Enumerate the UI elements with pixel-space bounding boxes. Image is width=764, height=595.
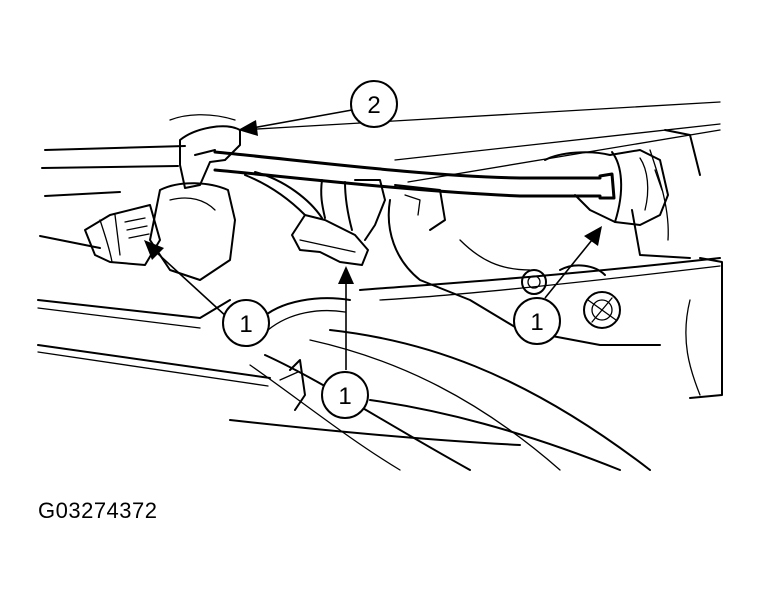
callout-1-center: 1 [321,371,369,419]
vehicle-structure-lines [37,101,723,471]
callout-1-right-label: 1 [530,309,543,336]
callout-1-left: 1 [222,299,270,347]
connector-left [84,204,161,266]
connector-center [291,179,369,266]
wiring-harness-tube [213,150,616,219]
engine-bracket-parts [149,129,701,346]
connector-right [544,149,669,226]
callout-1-left-label: 1 [239,311,252,338]
callout-leaders [144,109,602,370]
callout-2: 2 [350,80,398,128]
connector-top-left [169,114,241,189]
callout-1-center-label: 1 [338,383,351,410]
callout-2-label: 2 [367,92,380,119]
callout-1-right: 1 [513,297,561,345]
figure-id-label: G03274372 [38,498,158,523]
